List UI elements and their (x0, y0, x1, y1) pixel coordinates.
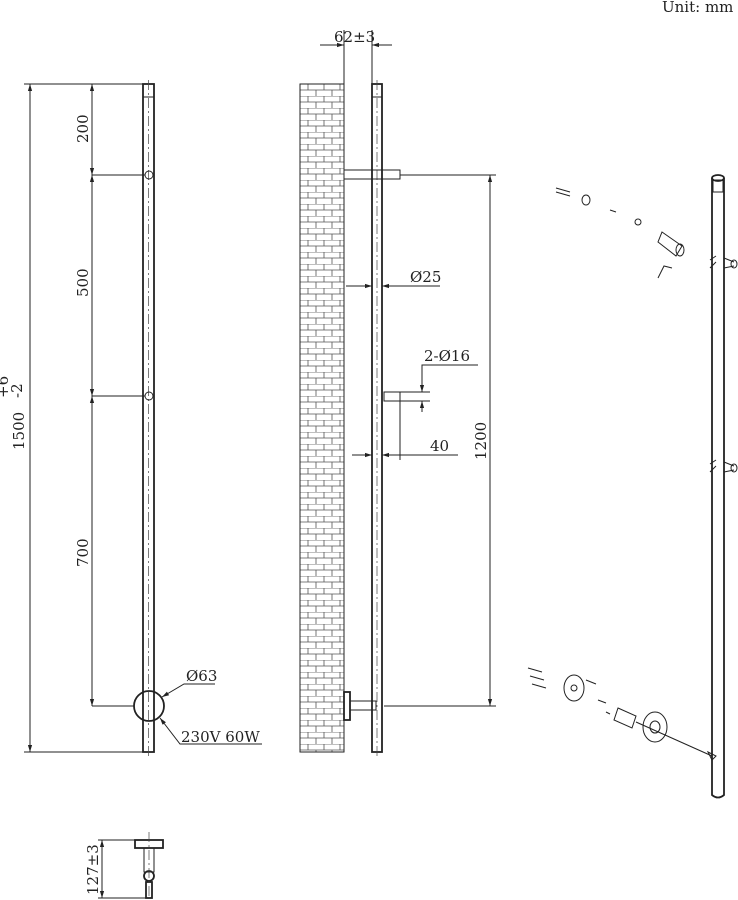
tolerance-lower: -2 (8, 383, 26, 398)
brick-wall (299, 83, 345, 753)
side-view: 62±3 Ø25 2-Ø16 40 1200 (299, 28, 496, 756)
bracket-hole (144, 170, 154, 180)
power-rating: 230V 60W (181, 728, 260, 746)
tube-diameter: Ø25 (410, 268, 441, 286)
segment-bottom: 700 (74, 538, 92, 567)
tolerance-upper: +6 (0, 376, 12, 398)
segment-top: 200 (74, 114, 92, 143)
tube (711, 178, 725, 799)
overall-height: 1500 (10, 412, 28, 450)
hardware-parts-bottom (527, 667, 717, 761)
wall-offset: 62±3 (334, 28, 375, 46)
segment-middle: 500 (74, 268, 92, 297)
isometric-view (527, 174, 738, 799)
bracket-length: 40 (430, 437, 449, 455)
hardware-parts-top (555, 187, 685, 279)
base-disc (133, 690, 165, 722)
bracket-spacing: 1200 (472, 422, 490, 460)
front-view: 1500 +6 -2 200 500 700 Ø63 230V 60W (0, 80, 262, 756)
depth-dimension: 127±3 (84, 844, 102, 895)
top-view: 127±3 (84, 832, 164, 899)
base-plate (343, 691, 351, 721)
bracket-diameter: 2-Ø16 (424, 347, 470, 365)
bracket-hole (144, 391, 154, 401)
bracket (383, 391, 401, 402)
unit-label: Unit: mm (662, 0, 733, 16)
base-diameter: Ø63 (186, 667, 217, 685)
